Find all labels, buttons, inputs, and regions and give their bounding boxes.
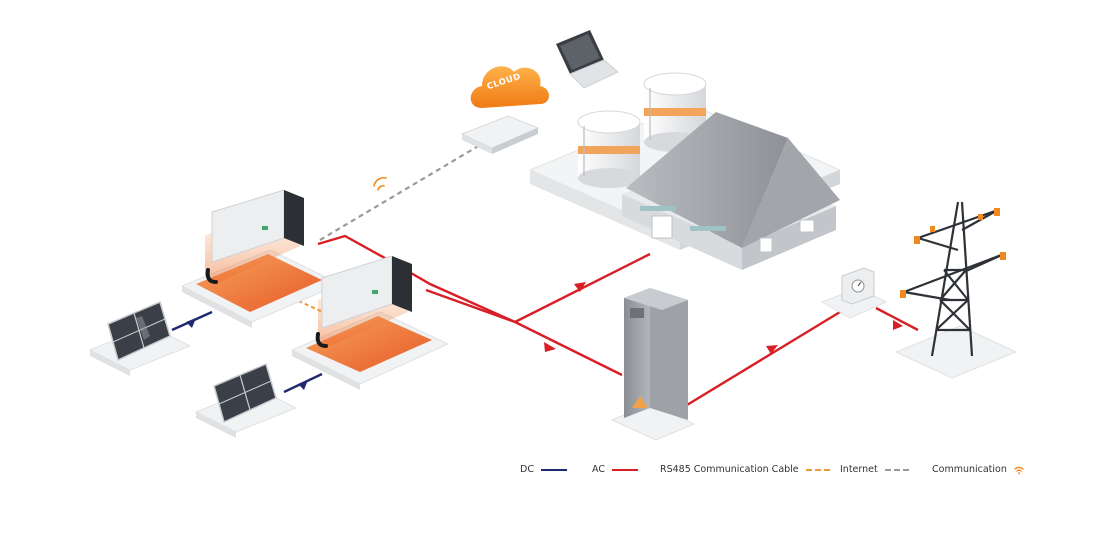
legend-item-internet: Internet xyxy=(840,464,909,475)
legend-label-communication: Communication xyxy=(932,464,1007,475)
ac-arrows xyxy=(544,282,903,354)
laptop-icon xyxy=(556,30,619,89)
internet-line-swatch xyxy=(884,468,909,471)
factory-icon xyxy=(528,72,842,270)
legend-label-ac: AC xyxy=(592,464,605,475)
solar-panel-icon xyxy=(194,362,298,438)
legend-label-internet: Internet xyxy=(840,464,878,475)
dc-line-swatch xyxy=(540,468,567,471)
internet-link xyxy=(319,144,481,241)
legend-item-communication: Communication xyxy=(932,464,1025,475)
rs485-line-swatch xyxy=(805,468,830,471)
meter-icon xyxy=(820,267,888,319)
inverter-icon xyxy=(180,189,342,328)
legend-item-rs485: RS485 Communication Cable xyxy=(660,464,830,475)
legend-item-ac: AC xyxy=(592,464,638,475)
solar-panel-icon xyxy=(88,300,192,376)
ac-line-swatch xyxy=(611,468,638,471)
cloud-icon xyxy=(470,66,549,108)
wifi-icon xyxy=(1014,466,1024,474)
legend-label-rs485: RS485 Communication Cable xyxy=(660,464,799,475)
ac-lines xyxy=(317,234,919,410)
legend-label-dc: DC xyxy=(520,464,534,475)
transformer-cabinet-icon xyxy=(610,288,696,441)
legend: DC AC RS485 Communication Cable Internet… xyxy=(0,460,1100,480)
tank-icon xyxy=(577,110,641,188)
inverter-icon xyxy=(290,255,450,390)
wifi-icon xyxy=(373,176,387,191)
legend-item-dc: DC xyxy=(520,464,567,475)
dc-arrows xyxy=(186,318,308,390)
power-pylon-icon xyxy=(894,201,1018,379)
wifi-icon xyxy=(532,91,546,99)
router-icon xyxy=(460,115,540,154)
